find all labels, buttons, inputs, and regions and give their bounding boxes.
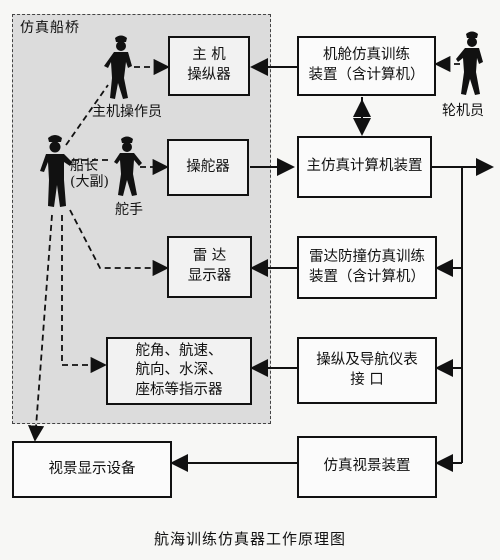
radar-sim-box: 雷达防撞仿真训练 装置（含计算机） [297,236,437,299]
captain-figure [40,135,72,207]
visual-display-box: 视景显示设备 [12,441,172,498]
engineer-figure [456,31,483,95]
radar-display-box: 雷 达 显示器 [167,236,252,298]
bridge-label: 仿真船桥 [20,20,80,36]
helmsman-label: 舵手 [115,202,143,218]
indicators-box: 舵角、航速、 航向、水深、 座标等指示器 [106,337,252,405]
engine-operator-label: 主机操作员 [92,104,162,120]
figure-caption: 航海训练仿真器工作原理图 [153,530,346,548]
main-engine-controller-box: 主 机 操纵器 [168,36,250,96]
engineer-label: 轮机员 [442,103,484,119]
steering-box: 操舵器 [167,139,249,196]
visual-sim-box: 仿真视景装置 [297,436,437,498]
helmsman-figure [114,136,142,196]
engine-operator-figure [104,35,132,99]
main-computer-box: 主仿真计算机装置 [297,136,432,198]
captain-label: 船长 (大副) [70,158,109,191]
engine-room-sim-box: 机舱仿真训练 装置（含计算机） [297,36,436,96]
nav-interface-box: 操纵及导航仪表 接 口 [297,337,437,404]
